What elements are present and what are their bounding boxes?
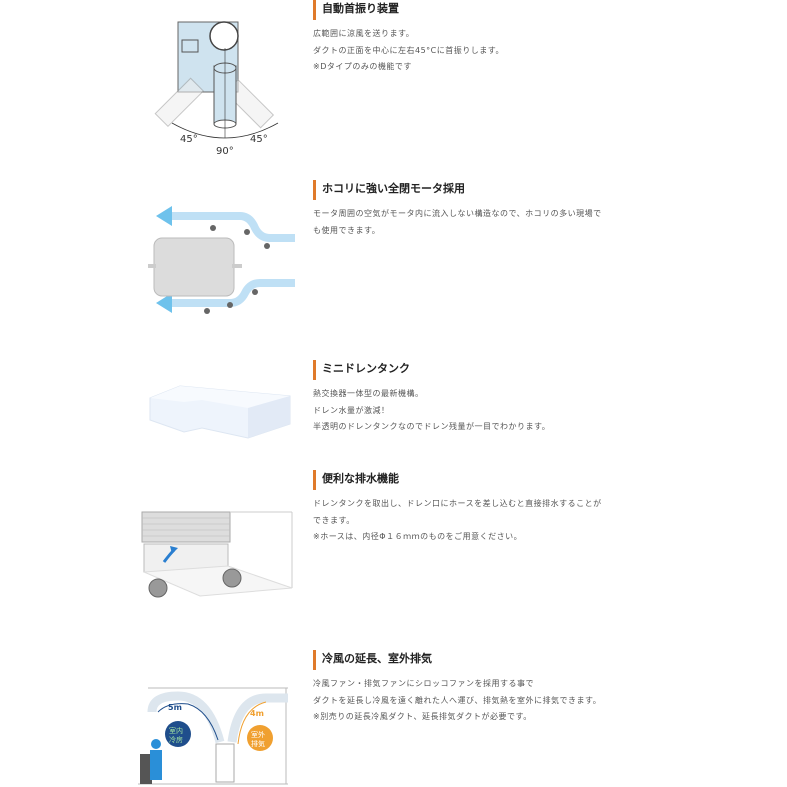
cool-label-1: 室内 <box>169 726 183 735</box>
feature-desc-line: ダクトを延長し冷風を遠く離れた人へ運び、排気熱を室外に排気できます。 <box>313 695 602 705</box>
feature-title: 自動首振り装置 <box>313 0 643 20</box>
feature-desc-line: 冷風ファン・排気ファンにシロッコファンを採用する事で <box>313 679 534 688</box>
cool-label-2: 冷房 <box>169 735 183 744</box>
feature-title: 便利な排水機能 <box>313 470 643 490</box>
feature-desc-line: ダクトの正面を中心に左右45°Cに首振りします。 <box>313 45 504 55</box>
feature-desc-line: 半透明のドレンタンクなのでドレン残量が一目でわかります。 <box>313 422 551 431</box>
closed-motor-airflow-diagram <box>140 198 300 328</box>
drain-tank-image <box>140 380 300 440</box>
angle-center-label: 90° <box>216 146 234 157</box>
feature-desc-line: も使用できます。 <box>313 225 381 235</box>
duct-swing-diagram: 45° 90° 45° <box>140 8 300 158</box>
feature-desc-line: ※別売りの延長冷風ダクト、延長排気ダクトが必要です。 <box>313 712 532 721</box>
angle-right-label: 45° <box>250 134 268 145</box>
feature-desc-line: 熱交換器一体型の最新機構。 <box>313 389 424 398</box>
feature-desc-line: モータ周囲の空気がモータ内に流入しない構造なので、ホコリの多い現場で <box>313 209 602 218</box>
feature-desc-line: ※Dタイプのみの機能です <box>313 62 412 71</box>
feature-desc-line: ドレン水量が激減！ <box>313 405 390 415</box>
feature-desc-line: ドレンタンクを取出し、ドレン口にホースを差し込むと直接排水することが <box>313 499 602 508</box>
cool-distance-label: 5m <box>168 703 182 712</box>
drain-hose-unit-image <box>140 510 300 630</box>
feature-title: ミニドレンタンク <box>313 360 643 380</box>
exhaust-label-1: 室外 <box>251 730 265 739</box>
feature-desc-line: できます。 <box>313 515 355 525</box>
feature-desc-line: 広範囲に涼風を送ります。 <box>313 29 415 38</box>
angle-left-label: 45° <box>180 134 198 145</box>
exhaust-label-2: 排気 <box>251 739 265 748</box>
feature-title: 冷風の延長、室外排気 <box>313 650 643 670</box>
feature-desc-line: ※ホースは、内径Φ１６ｍｍのものをご用意ください。 <box>313 532 523 541</box>
feature-title: ホコリに強い全閉モータ採用 <box>313 180 643 200</box>
duct-extension-diagram: 5m 4m 室内 冷房 室外 排気 <box>138 682 298 787</box>
exhaust-distance-label: 4m <box>250 709 264 718</box>
